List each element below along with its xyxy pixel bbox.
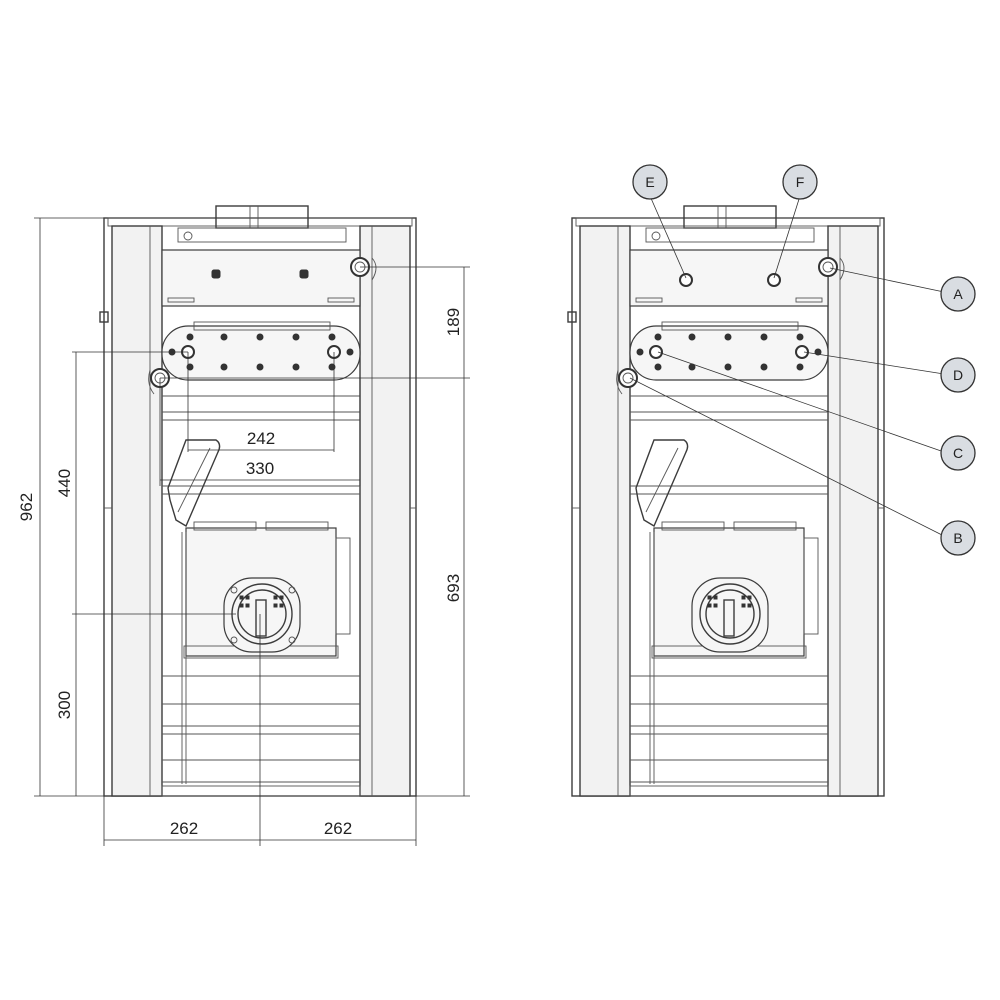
- dim-330: 330: [246, 459, 274, 478]
- callout-C: C: [940, 435, 976, 471]
- callout-B-label: B: [953, 530, 962, 546]
- dim-262-right: 262: [324, 819, 352, 838]
- leader-lines: [629, 195, 945, 537]
- callout-B: B: [940, 520, 976, 556]
- callout-A-label: A: [953, 286, 963, 302]
- right-column: [359, 225, 411, 797]
- callout-C-label: C: [953, 445, 963, 461]
- callout-F-label: F: [796, 174, 805, 190]
- dim-693: 693: [444, 574, 463, 602]
- dimension-lines-left: [34, 217, 470, 846]
- manifold-plate: [161, 325, 361, 381]
- callout-F: F: [782, 164, 818, 200]
- manifold-holes: [168, 333, 354, 371]
- callout-E-label: E: [645, 174, 654, 190]
- left-top-cap: [107, 217, 413, 227]
- dim-300: 300: [55, 691, 74, 719]
- callout-D: D: [940, 357, 976, 393]
- callout-E: E: [632, 164, 668, 200]
- dim-962: 962: [17, 493, 36, 521]
- callout-D-label: D: [953, 367, 963, 383]
- right-view: E F A D C B: [567, 164, 976, 797]
- flue-collar: [215, 205, 309, 229]
- lever-rod: [167, 439, 221, 528]
- dim-189: 189: [444, 308, 463, 336]
- left-column: [111, 225, 163, 797]
- dim-440: 440: [55, 469, 74, 497]
- callout-A: A: [940, 276, 976, 312]
- dim-242: 242: [247, 429, 275, 448]
- left-view: 962 440 300 189 693 242 330 262 262: [17, 205, 470, 846]
- upper-panel: [161, 249, 361, 307]
- inspection-port: [223, 577, 301, 653]
- dim-262-left: 262: [170, 819, 198, 838]
